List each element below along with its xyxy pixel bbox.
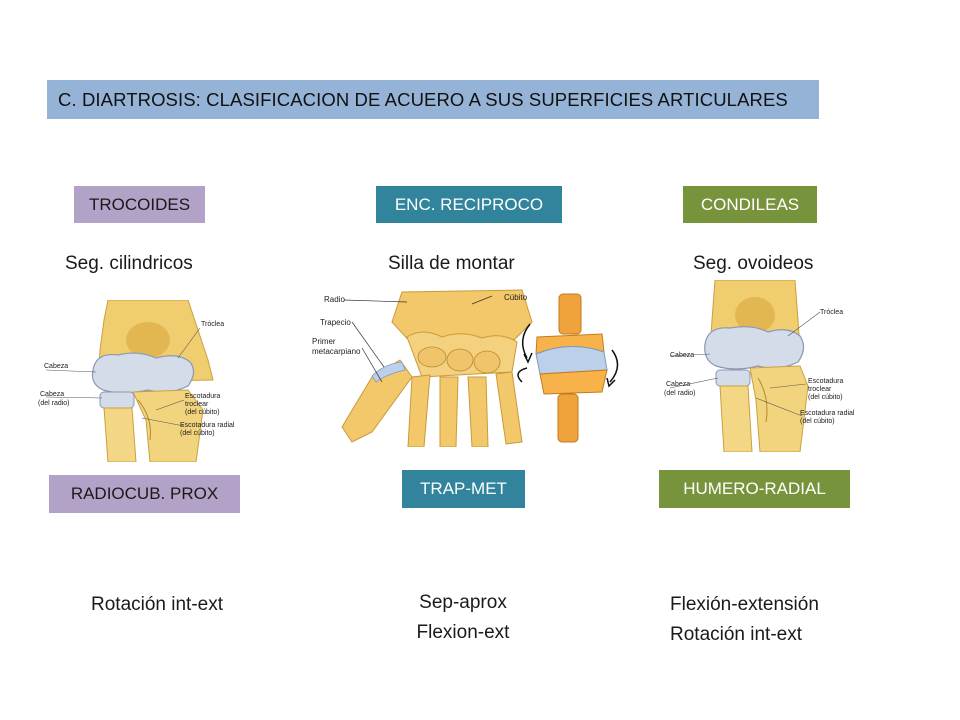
elbow-illustration-radioulnar: Tróclea Cabeza Cabeza (del radio) Escota…	[38, 300, 235, 462]
label-radio: Radio	[324, 295, 345, 304]
movement-item: Flexion-ext	[416, 622, 510, 643]
label-escotadura-troclear: Escotadura	[808, 378, 844, 385]
label-trapecio: Trapecio	[320, 318, 351, 327]
label-primer: Primer	[312, 337, 336, 346]
label-escotadura-radial-sub: (del cúbito)	[800, 418, 835, 425]
surface-trocoides: Seg. cilindricos	[65, 253, 193, 274]
movement-item: Rotación int-ext	[670, 624, 803, 645]
wrist-illustration-saddle: Radio Cúbito Trapecio Primer metacarpian…	[312, 289, 619, 447]
label-escotadura-troclear-3: (del cúbito)	[185, 409, 220, 416]
label-troclea: Tróclea	[820, 309, 843, 316]
type-label-enc-reciproco: ENC. RECIPROCO	[376, 186, 562, 223]
label-escotadura-troclear-2: troclear	[808, 386, 832, 393]
label-cabeza-radio: Cabeza	[40, 391, 64, 398]
label-metacarpiano: metacarpiano	[312, 347, 361, 356]
movement-item: Flexión-extensión	[670, 594, 819, 615]
label-cabeza-radio-sub: (del radio)	[664, 390, 696, 397]
example-label-trap-met: TRAP-MET	[402, 470, 525, 508]
label-cabeza: Cabeza	[44, 363, 68, 370]
example-label-humero-radial: HUMERO-RADIAL	[659, 470, 850, 508]
label-cubito: Cúbito	[504, 293, 528, 302]
example-label-radiocub: RADIOCUB. PROX	[49, 475, 240, 513]
label-cabeza: Cabeza	[670, 352, 694, 359]
title-banner: C. DIARTROSIS: CLASIFICACION DE ACUERO A…	[47, 80, 819, 119]
label-escotadura-radial: Escotadura radial	[800, 410, 855, 417]
movement-item: Rotación int-ext	[91, 594, 224, 615]
movements-condileas: Flexión-extensión Rotación int-ext	[670, 590, 819, 650]
label-escotadura-troclear: Escotadura	[185, 393, 221, 400]
label-escotadura-radial: Escotadura radial	[180, 422, 235, 429]
movements-enc-reciproco: Sep-aprox Flexion-ext	[404, 588, 522, 648]
label-escotadura-troclear-2: troclear	[185, 401, 209, 408]
label-cabeza-radio-sub: (del radio)	[38, 400, 70, 407]
page-title: C. DIARTROSIS: CLASIFICACION DE ACUERO A…	[58, 88, 788, 110]
surface-enc-reciproco: Silla de montar	[388, 253, 515, 274]
movements-trocoides: Rotación int-ext	[91, 590, 223, 620]
movement-item: Sep-aprox	[419, 592, 507, 613]
label-escotadura-troclear-3: (del cúbito)	[808, 394, 843, 401]
elbow-illustration-humeroradial: Tróclea Cabeza Cabeza (del radio) Escota…	[664, 280, 855, 452]
type-label-trocoides: TROCOIDES	[74, 186, 205, 223]
label-escotadura-radial-sub: (del cúbito)	[180, 430, 215, 437]
type-label-condileas: CONDILEAS	[683, 186, 817, 223]
label-troclea: Tróclea	[201, 321, 224, 328]
surface-condileas: Seg. ovoideos	[693, 253, 814, 274]
label-cabeza-radio: Cabeza	[666, 381, 690, 388]
